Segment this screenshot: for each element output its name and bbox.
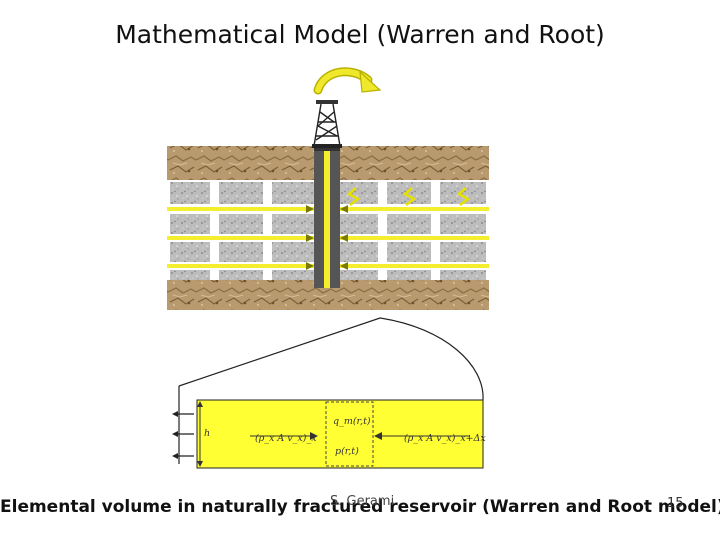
reservoir-cross-section bbox=[167, 146, 489, 310]
outflow-term: (ρ_x A v_x)_x+Δx bbox=[404, 433, 486, 444]
page-number: 15 bbox=[667, 496, 684, 511]
height-label: h bbox=[204, 428, 210, 439]
slide-title: Mathematical Model (Warren and Root) bbox=[115, 20, 605, 49]
author-footer: S. Gerami bbox=[330, 494, 395, 509]
matrix-blocks bbox=[170, 182, 486, 280]
wellbore bbox=[314, 146, 340, 288]
elemental-volume: h (ρ_x A v_x)_x (ρ_x A v_x)_x+Δx q_m(r,t… bbox=[172, 399, 486, 469]
oil-derrick-icon bbox=[312, 100, 342, 148]
pressure-term: p(r,t) bbox=[335, 446, 359, 457]
matrix-flow-arrows bbox=[346, 187, 471, 206]
matrix-source-term: q_m(r,t) bbox=[333, 416, 371, 427]
projection-outline bbox=[178, 317, 484, 464]
production-arrow-icon bbox=[313, 67, 382, 95]
inflow-term: (ρ_x A v_x)_x bbox=[255, 433, 317, 444]
slide-caption: Elemental volume in naturally fractured … bbox=[0, 497, 720, 517]
